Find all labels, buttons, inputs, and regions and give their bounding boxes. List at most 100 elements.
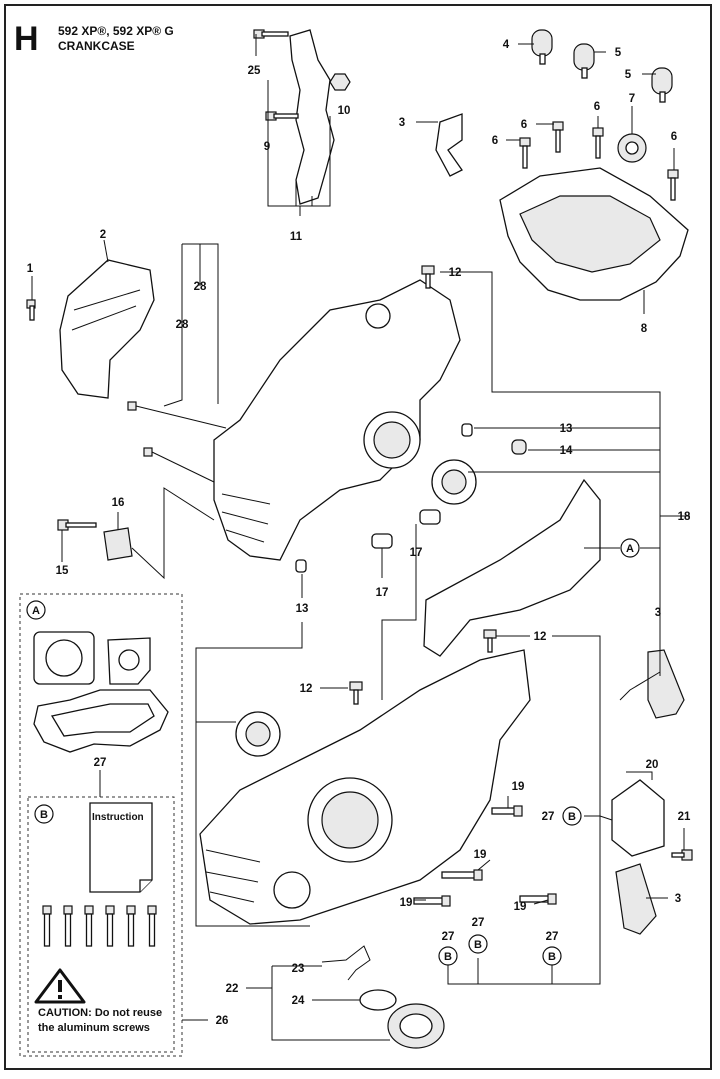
marker-a-main: A (626, 543, 634, 555)
callout-24: 24 (292, 995, 305, 1007)
callout-13-right: 13 (560, 423, 573, 435)
callout-27-d: 27 (546, 931, 559, 943)
callout-23: 23 (292, 963, 305, 975)
part-12-screw-right (483, 629, 497, 653)
kit-box-outline (19, 593, 183, 1057)
callout-15: 15 (56, 565, 69, 577)
callout-6-b: 6 (492, 135, 498, 147)
part-14-plug (511, 439, 527, 455)
callout-28-b: 28 (176, 319, 189, 331)
callout-7: 7 (629, 93, 635, 105)
crankcase-half-upper (213, 279, 461, 561)
instruction-label: Instruction (92, 812, 144, 823)
callout-22: 22 (226, 983, 239, 995)
callout-27-c: 27 (472, 917, 485, 929)
part-bearing-lower (235, 711, 281, 757)
callout-2: 2 (100, 229, 106, 241)
callout-19-d: 19 (514, 901, 527, 913)
callout-10: 10 (338, 105, 351, 117)
callout-3-top: 3 (399, 117, 405, 129)
callout-6-c: 6 (594, 101, 600, 113)
part-2-guard-plate (59, 259, 155, 399)
section-letter: H (14, 20, 39, 58)
callout-4: 4 (503, 39, 510, 51)
callout-14: 14 (560, 445, 573, 457)
part-12-screw-mid (349, 681, 363, 705)
part-25-screw (253, 29, 289, 39)
part-16-clip (103, 527, 133, 561)
callout-12-top: 12 (449, 267, 462, 279)
caution-note: CAUTION: Do not reuse the aluminum screw… (38, 1006, 162, 1036)
callout-16: 16 (112, 497, 125, 509)
marker-b-3: B (474, 939, 482, 951)
part-10-nut (329, 73, 351, 91)
marker-b-kit: B (40, 809, 48, 821)
callout-12-mid: 12 (300, 683, 313, 695)
caution-line-2: the aluminum screws (38, 1022, 150, 1034)
part-15-screw (57, 519, 97, 531)
callout-12-right: 12 (534, 631, 547, 643)
part-20-cover (611, 779, 665, 857)
part-19-screws (413, 805, 557, 907)
callout-27-a: 27 (542, 811, 555, 823)
part-bearing-upper (431, 459, 477, 505)
callout-3-bottom: 3 (675, 893, 681, 905)
part-5-clip (573, 43, 595, 79)
part-13-pin-lower (295, 559, 307, 573)
part-17-pins (371, 509, 441, 549)
callout-9: 9 (264, 141, 270, 153)
part-3-bracket-top (435, 113, 463, 177)
part-7-grommet (617, 133, 647, 163)
part-11-plate (289, 29, 335, 205)
caution-line-1: CAUTION: Do not reuse (38, 1007, 163, 1019)
leader-lines (31, 34, 690, 1041)
marker-b-4: B (548, 951, 556, 963)
diagram-frame (4, 4, 712, 1070)
title-block: 592 XP®, 592 XP® G CRANKCASE (58, 24, 174, 54)
caution-warning-icon (34, 968, 86, 1004)
part-12-screw-top (421, 265, 435, 289)
callout-19-c: 19 (400, 897, 413, 909)
part-13-pin-upper (461, 423, 473, 437)
instruction-sheet (89, 802, 153, 893)
part-3-bracket-right-bottom (615, 863, 657, 935)
model-line: 592 XP®, 592 XP® G (58, 24, 174, 38)
part-22-cap (387, 1003, 445, 1049)
callout-3-right: 3 (655, 607, 661, 619)
callout-19-a: 19 (512, 781, 525, 793)
part-28-bolts (127, 401, 227, 483)
part-5-clip-2 (651, 67, 673, 103)
callout-21: 21 (678, 811, 691, 823)
callout-20: 20 (646, 759, 659, 771)
callout-8: 8 (641, 323, 648, 335)
callout-13-lower: 13 (296, 603, 309, 615)
part-1-screw (26, 299, 36, 321)
callout-5-a: 5 (615, 47, 622, 59)
gasket-set-a (33, 631, 169, 753)
marker-a-kit: A (32, 605, 40, 617)
callout-6-d: 6 (671, 131, 677, 143)
callout-27-b: 27 (442, 931, 455, 943)
gasket-a-large (423, 478, 601, 657)
part-24-oring (359, 989, 397, 1011)
callout-28-a: 28 (194, 281, 207, 293)
kit-b-box-outline (27, 796, 175, 1053)
callout-11: 11 (290, 231, 303, 243)
callout-1: 1 (27, 263, 34, 275)
part-9-screw (265, 111, 299, 121)
callout-17-a: 17 (376, 587, 389, 599)
part-23-connector (321, 945, 371, 981)
callout-6-a: 6 (521, 119, 527, 131)
marker-b-2: B (444, 951, 452, 963)
page-title: CRANKCASE (58, 39, 135, 53)
callout-26: 26 (216, 1015, 229, 1027)
letter-markers: A A B B B B B (26, 538, 640, 966)
part-6-screws (519, 121, 679, 201)
callout-5-b: 5 (625, 69, 632, 81)
callout-19-b: 19 (474, 849, 487, 861)
callout-numbers: 1 2 3 3 3 4 5 5 6 6 6 6 7 8 9 10 11 12 1… (27, 39, 691, 1027)
callout-18: 18 (678, 511, 691, 523)
aluminum-screws (42, 905, 157, 947)
part-4-clip (531, 29, 553, 65)
